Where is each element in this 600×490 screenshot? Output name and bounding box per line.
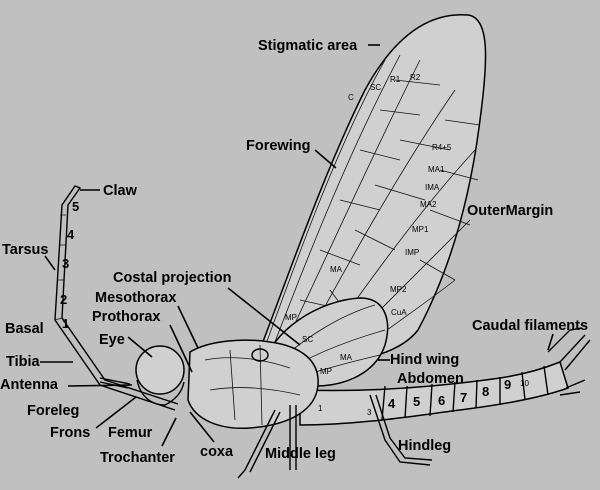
label-caudal-filaments: Caudal filaments	[472, 318, 588, 334]
label-forewing: Forewing	[246, 138, 310, 154]
vein-label-ma: MA	[330, 265, 343, 274]
label-mesothorax: Mesothorax	[95, 290, 176, 306]
label-prothorax: Prothorax	[92, 309, 161, 325]
abdomen-drawing	[299, 327, 591, 426]
label-basal: Basal	[5, 321, 44, 337]
vein-label-mp2: MP2	[390, 285, 407, 294]
leader-trochanter	[161, 417, 177, 447]
leader-caudal-filaments	[547, 333, 554, 351]
vein-label-mp: MP	[285, 313, 297, 322]
vein-label-sc: SC	[370, 83, 381, 92]
leader-costal-projection	[227, 287, 301, 346]
vein-label-imp: IMP	[405, 248, 419, 257]
vein-label-hind-ma: MA	[340, 353, 353, 362]
label-middle-leg: Middle leg	[265, 446, 336, 462]
label-stigmatic-area: Stigmatic area	[258, 38, 358, 54]
label-eye: Eye	[99, 332, 125, 348]
label-tarsus: Tarsus	[2, 242, 48, 258]
tarsal-segment-1: 1	[62, 316, 69, 331]
label-abdomen: Abdomen	[397, 371, 464, 387]
leader-frons	[95, 396, 137, 429]
label-outer-margin: OuterMargin	[467, 203, 553, 219]
abdominal-segment-4: 4	[388, 396, 396, 411]
abdominal-segment-6: 6	[438, 393, 445, 408]
label-hind-wing: Hind wing	[390, 352, 459, 368]
abdominal-segment-8: 8	[482, 384, 489, 399]
eye-drawing	[135, 345, 185, 395]
leader-coxa	[189, 411, 215, 443]
tarsal-segment-4: 4	[67, 227, 75, 242]
body-drawing	[99, 339, 319, 429]
leader-antenna	[67, 384, 133, 387]
leader-prothorax	[169, 324, 193, 373]
leader-eye	[127, 336, 153, 358]
abdominal-segment-9: 9	[504, 377, 511, 392]
vein-label-r1: R1	[390, 75, 401, 84]
label-trochanter: Trochanter	[100, 450, 175, 466]
label-femur: Femur	[108, 425, 153, 441]
vein-label-ma1: MA1	[428, 165, 445, 174]
label-antenna: Antenna	[0, 377, 59, 393]
leader-tarsus	[44, 255, 56, 271]
tarsal-segment-3: 3	[62, 256, 69, 271]
vein-label-ma2: MA2	[420, 200, 437, 209]
vein-label-r45: R4+5	[432, 143, 452, 152]
label-foreleg: Foreleg	[27, 403, 79, 419]
vein-label-cua: CuA	[391, 308, 407, 317]
label-hindleg: Hindleg	[398, 438, 451, 454]
label-claw: Claw	[103, 183, 138, 199]
vein-label-r2: R2	[410, 73, 421, 82]
forewing-drawing: C SC R1 R2 R4+5 MA1 IMA MA2 MP1 IMP MA M…	[253, 14, 487, 366]
vein-label-hind-sc: SC	[302, 335, 313, 344]
vein-label-hind-mp: MP	[320, 367, 332, 376]
tarsal-segment-2: 2	[60, 292, 67, 307]
vein-label-ima: IMA	[425, 183, 440, 192]
abdominal-segment-10: 10	[520, 379, 529, 388]
vein-label-c: C	[348, 93, 354, 102]
leader-forewing	[314, 149, 337, 169]
abdominal-segment-1: 1	[318, 404, 323, 413]
label-costal-projection: Costal projection	[113, 270, 231, 286]
label-frons: Frons	[50, 425, 90, 441]
legs-drawing	[54, 185, 433, 479]
abdominal-segment-7: 7	[460, 390, 467, 405]
abdominal-segment-3: 3	[367, 408, 372, 417]
tarsal-segment-5: 5	[72, 199, 79, 214]
leader-mesothorax	[177, 305, 199, 349]
vein-label-mp1: MP1	[412, 225, 429, 234]
label-tibia: Tibia	[6, 354, 41, 370]
label-coxa: coxa	[200, 444, 234, 460]
abdominal-segment-5: 5	[413, 394, 420, 409]
